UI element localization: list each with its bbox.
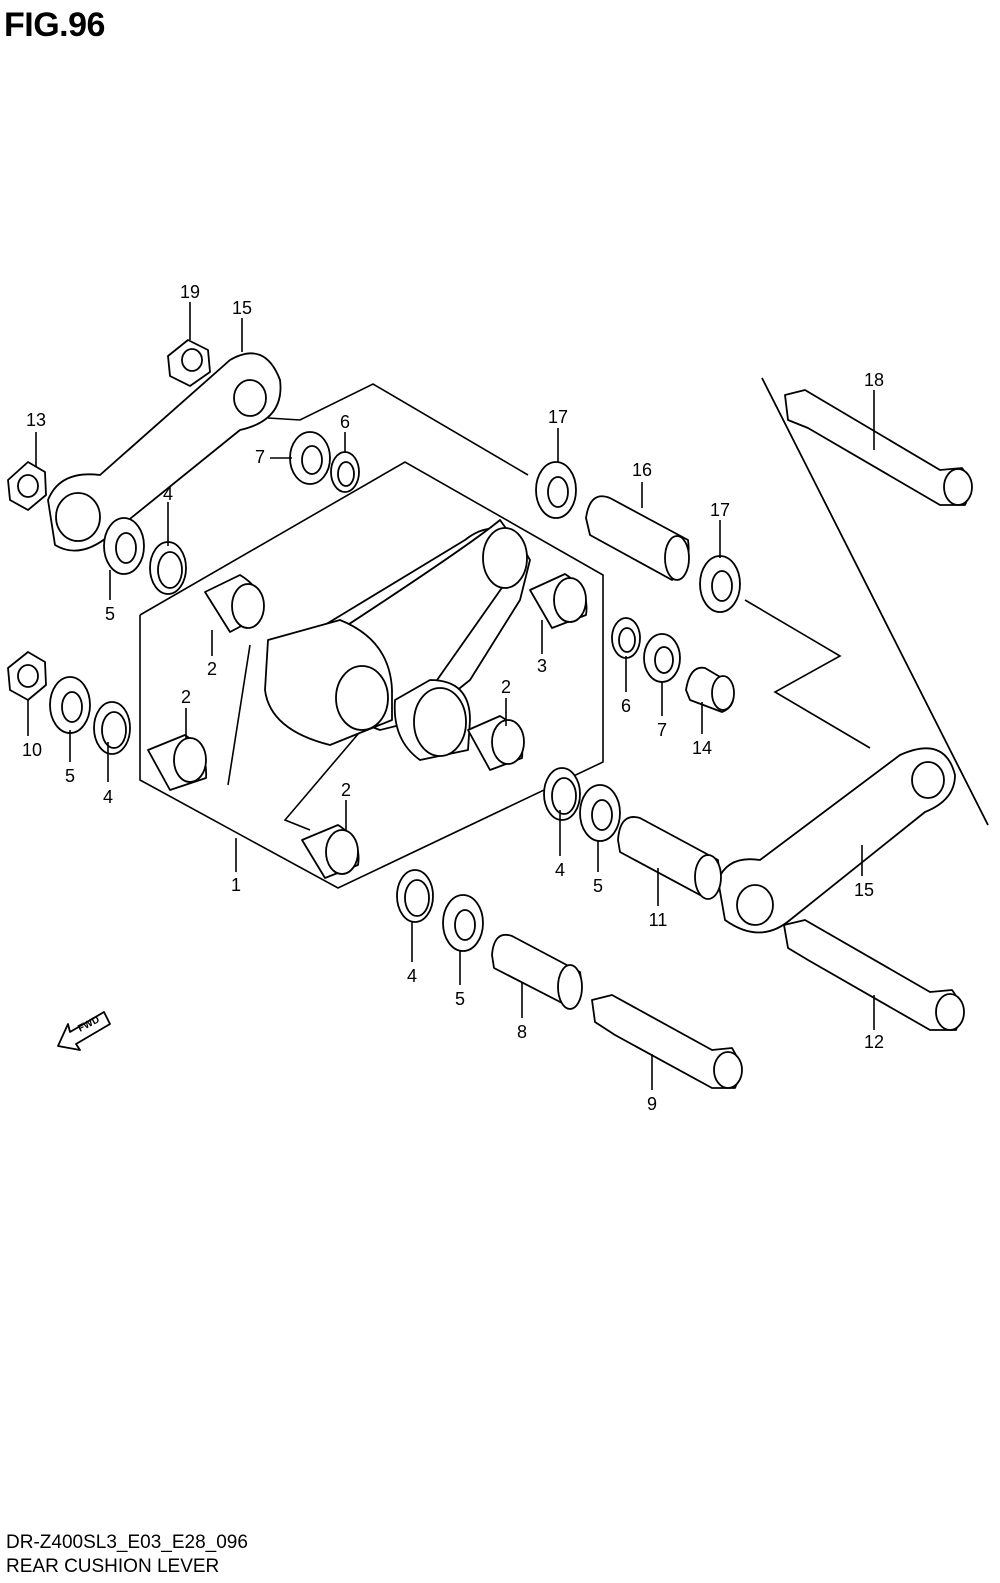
callout: 15 [854,880,874,900]
callout: 4 [407,966,417,986]
callout: 10 [22,740,42,760]
needle-bearing [301,824,360,879]
callout: 12 [864,1032,884,1052]
nuts [7,339,211,701]
callout: 19 [180,282,200,302]
callout: 2 [181,687,191,707]
callout: 5 [593,876,603,896]
callout: 2 [501,677,511,697]
bearing [529,573,588,629]
figure-name: REAR CUSHION LEVER [6,1556,220,1577]
callout: 6 [621,696,631,716]
bolts [591,389,973,1089]
leader-lines [27,302,875,1090]
callout: 5 [105,604,115,624]
callout: 2 [207,659,217,679]
callout: 5 [455,989,465,1009]
callout: 8 [517,1022,527,1042]
callout: 9 [647,1094,657,1114]
callout: 14 [692,738,712,758]
callout: 7 [657,720,667,740]
callout: 1 [231,875,241,895]
spacers [491,495,735,1010]
rear-cushion-lever [264,519,531,761]
callout: 6 [340,412,350,432]
callout: 5 [65,766,75,786]
callout: 7 [255,447,265,467]
needle-bearing [204,574,265,633]
rod-upper [47,352,282,552]
callout: 4 [103,787,113,807]
callout: 18 [864,370,884,390]
callout: 3 [537,656,547,676]
rod-lower [717,747,956,934]
callout: 16 [632,460,652,480]
forward-direction-arrow: FWD [57,1011,111,1051]
callout: 2 [341,780,351,800]
callout: 11 [649,910,668,930]
callout: 13 [26,410,46,430]
drawing-code: DR-Z400SL3_E03_E28_096 [6,1532,248,1553]
callout: 4 [163,484,173,504]
needle-bearing [467,715,525,771]
callout: 4 [555,860,565,880]
figure-title: FIG.96 [4,6,105,44]
callout: 17 [710,500,730,520]
callout: 17 [548,407,568,427]
bearings [147,573,588,879]
needle-bearing [147,734,208,791]
callout-labels: 1 2 2 2 2 3 4 4 4 4 5 5 5 5 6 6 7 7 8 9 … [22,282,884,1114]
assembly-guide-lines [139,377,989,889]
callout: 15 [232,298,252,318]
